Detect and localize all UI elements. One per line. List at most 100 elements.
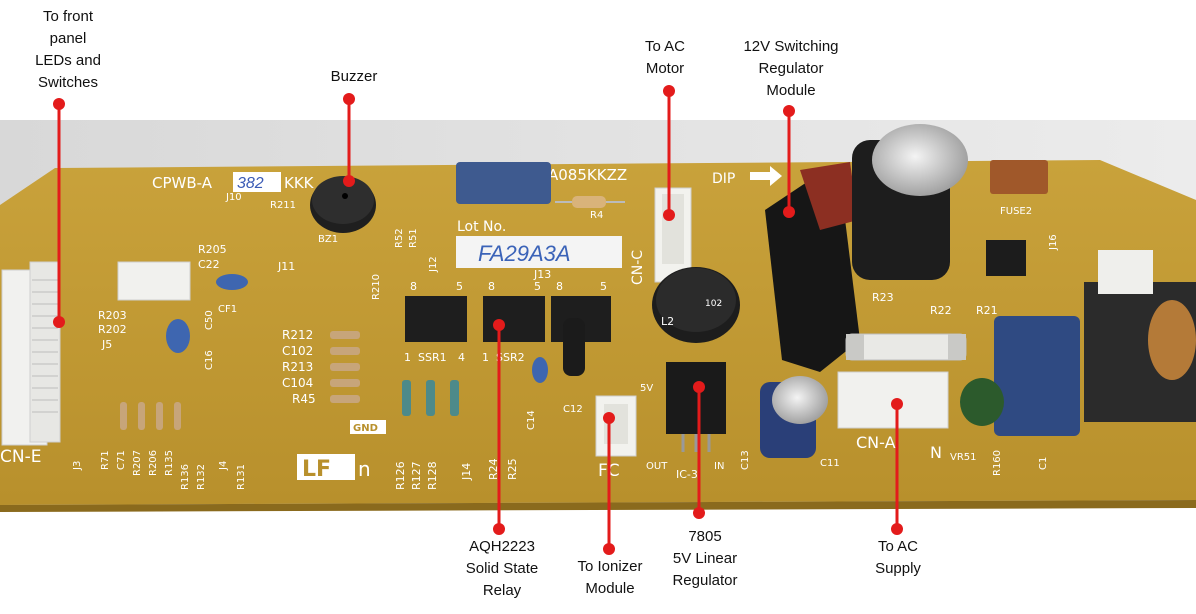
c50-label: C50	[204, 310, 215, 330]
r71-label: R71	[100, 450, 111, 470]
lf-text: LF	[302, 457, 331, 482]
label-front-panel-line2: panel	[49, 30, 87, 47]
lf-mark: LF n	[297, 454, 371, 482]
r23-label: R23	[872, 291, 894, 304]
r4-label: R4	[590, 210, 603, 221]
label-buzzer-line1: Buzzer	[330, 68, 378, 85]
r203-label: R203	[98, 309, 127, 322]
lot-sticker	[456, 236, 622, 268]
ssr1-label: SSR1	[418, 351, 447, 364]
connector-j10	[117, 261, 191, 301]
x-capacitor	[994, 316, 1080, 436]
part-number-box-text: 382	[237, 175, 264, 192]
resistor-array	[120, 331, 459, 430]
r22-label: R22	[930, 304, 952, 317]
j4-label: J4	[218, 461, 229, 471]
svg-text:8: 8	[556, 280, 563, 293]
label-front-panel-line1: To front	[42, 8, 94, 25]
ssr2-label: SSR2	[496, 351, 525, 364]
n-label: N	[930, 443, 942, 462]
label-ac-motor: To AC Motor	[620, 36, 710, 80]
svg-text:5: 5	[456, 280, 463, 293]
j10-label: J10	[225, 192, 242, 203]
capacitor-c14	[532, 357, 548, 383]
resistor-label-column: R212 C102 R213 C104 R45 R203 R202 J5 R20…	[98, 192, 998, 406]
label-front-panel-line3: LEDs and	[35, 52, 101, 69]
ssr1-chip: 8 5 1 SSR1 4	[404, 280, 467, 364]
c71-label: C71	[116, 450, 127, 470]
resistor-r4: R4	[555, 196, 625, 221]
r210-label: R210	[371, 274, 382, 300]
capacitor-c22	[216, 274, 248, 290]
label-switching-regulator-line1: 12V Switching	[743, 38, 839, 55]
c12-label: C12	[563, 404, 583, 415]
pointer-buzzer	[343, 93, 355, 187]
5v-label: 5V	[640, 383, 653, 394]
svg-text:8: 8	[488, 280, 495, 293]
r128-label: R128	[426, 461, 439, 490]
buzzer-component: BZ1	[310, 176, 376, 245]
pointer-switching-regulator	[783, 105, 795, 218]
label-ac-motor-line2: Motor	[645, 60, 685, 77]
label-linear-regulator-line1: 7805	[688, 528, 722, 545]
cn-e-label: CN-E	[0, 447, 41, 467]
label-relay-line3: Relay	[482, 582, 522, 599]
r136-label: R136	[180, 464, 191, 490]
in-label: IN	[714, 461, 724, 472]
label-ionizer: To Ionizer Module	[556, 556, 664, 600]
film-capacitor	[456, 162, 551, 204]
r24-label: R24	[487, 458, 500, 480]
r212-label: R212	[282, 328, 313, 342]
label-ac-supply-line1: To AC	[877, 538, 919, 555]
glass-fuse	[845, 333, 967, 361]
label-ionizer-line2: Module	[585, 580, 635, 597]
part-number-text: CPWB-A	[152, 174, 213, 192]
inductor-l2: 102 L2	[652, 267, 740, 343]
label-relay-line1: AQH2223	[469, 538, 535, 555]
ic3-label: IC-3	[676, 468, 698, 481]
regulator-7805: OUT IC-3 IN	[646, 362, 726, 481]
label-buzzer: Buzzer	[304, 66, 404, 88]
chip-ic-dip	[986, 240, 1026, 276]
dip-text: DIP	[712, 171, 735, 187]
r213-label: R213	[282, 360, 313, 374]
r207-label: R207	[132, 450, 143, 476]
j14-label: J14	[460, 463, 473, 481]
c1-label: C1	[1038, 457, 1049, 470]
label-relay-line2: Solid State	[465, 560, 539, 577]
vr51-label: VR51	[950, 452, 977, 463]
label-linear-regulator-line3: Regulator	[672, 572, 738, 589]
part-number-box	[233, 172, 281, 192]
pointer-ionizer	[603, 412, 615, 555]
svg-text:4: 4	[458, 351, 465, 364]
r131-label: R131	[236, 464, 247, 490]
r21-label: R21	[976, 304, 998, 317]
ssr2-chip: 8 5 1 SSR2	[482, 280, 545, 364]
lot-number-block: Lot No. FA29A3A J13	[456, 219, 622, 281]
label-ac-supply-line2: Supply	[875, 560, 921, 577]
j3-label: J3	[72, 461, 83, 471]
out-label: OUT	[646, 461, 668, 472]
capacitor-main	[852, 124, 968, 280]
r127-label: R127	[410, 461, 423, 490]
l2-code: 102	[705, 299, 722, 309]
c22-label: C22	[198, 258, 220, 271]
c102-label: C102	[282, 344, 313, 358]
r160-label: R160	[992, 450, 1003, 476]
rotated-label-row: R71 C71 R207 R206 R135 R136 R132 R131 J3…	[72, 228, 1059, 490]
bz1-label: BZ1	[318, 234, 338, 245]
switching-regulator	[765, 162, 860, 372]
r211-label: R211	[270, 200, 296, 211]
cn-c-label: CN-C	[630, 250, 646, 285]
connector-cn-e: CN-E	[0, 261, 61, 467]
r25-label: R25	[506, 458, 519, 480]
l2-label: L2	[661, 315, 674, 328]
lf-suffix: n	[358, 457, 371, 481]
label-linear-regulator-line2: 5V Linear	[672, 550, 738, 567]
r132-label: R132	[196, 464, 207, 490]
r126-label: R126	[394, 461, 407, 490]
part-number-right: A085KKZZ	[548, 166, 627, 184]
fuse2-block: FUSE2	[990, 160, 1048, 217]
